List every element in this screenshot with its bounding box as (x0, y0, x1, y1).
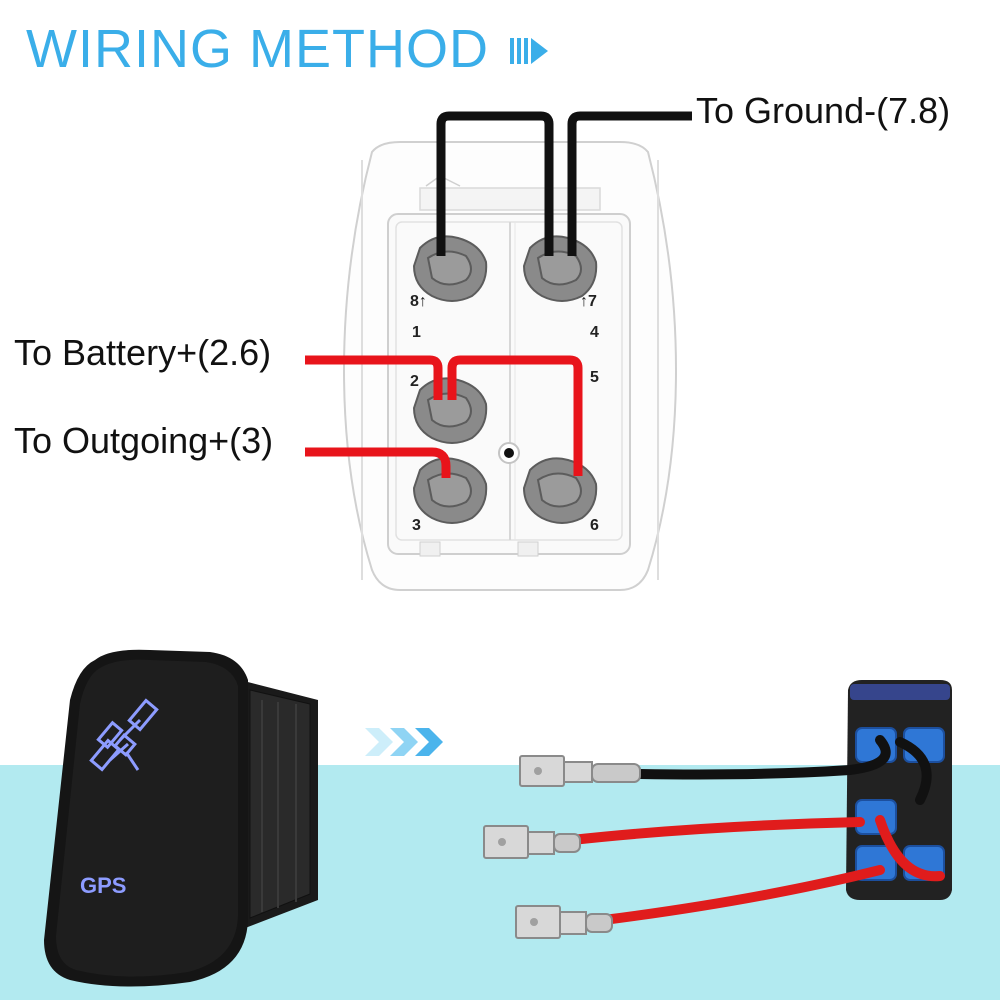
ground-label: To Ground-(7.8) (696, 90, 951, 131)
terminal-label-7: ↑7 (580, 293, 597, 310)
wired-switch-photo (483, 680, 952, 939)
chevron-arrows-icon (365, 728, 443, 756)
terminal-label-2: 2 (410, 373, 419, 390)
terminal-8 (412, 235, 488, 302)
terminal-7 (522, 235, 598, 302)
terminal-label-6: 6 (590, 517, 599, 534)
positive-wires (305, 355, 583, 478)
ground-wires (436, 111, 692, 256)
terminal-label-4: 4 (590, 324, 599, 341)
gps-label: GPS (80, 873, 126, 898)
terminal-label-1: 1 (412, 324, 421, 341)
outgoing-label: To Outgoing+(3) (14, 420, 274, 461)
satellite-icon (89, 698, 159, 772)
terminal-label-8: 8↑ (410, 293, 427, 310)
terminal-label-5: 5 (590, 369, 599, 386)
page-title: WIRING METHOD (26, 19, 489, 79)
terminal-label-3: 3 (412, 517, 421, 534)
battery-label: To Battery+(2.6) (14, 332, 272, 373)
wiring-diagram: 8↑ ↑7 1 4 2 5 3 6 (305, 111, 692, 591)
rocker-switch-photo: GPS (44, 649, 318, 987)
terminal-3 (412, 457, 488, 524)
forward-arrows-icon (510, 38, 548, 64)
